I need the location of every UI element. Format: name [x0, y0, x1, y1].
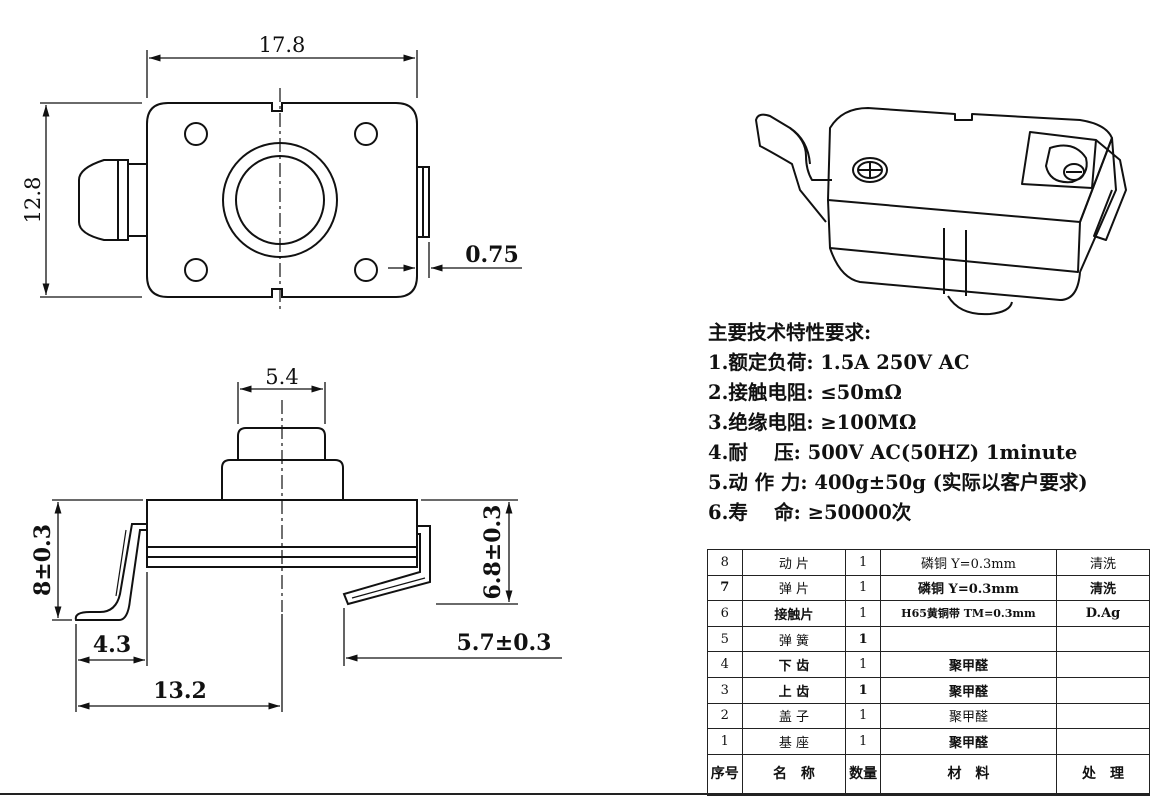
table-row: 5 弹 簧 1	[707, 625, 1150, 653]
table-row: 1 基 座 1 聚甲醛	[707, 728, 1150, 755]
bom-treatment	[1056, 728, 1150, 755]
bom-name: 动 片	[741, 549, 847, 576]
bom-qty: 1	[845, 676, 881, 704]
table-header-row: 序号 名 称 数量 材 料 处 理	[707, 753, 1150, 796]
spec-item-insulation-resistance: 3.绝缘电阻: ≥100MΩ	[708, 411, 917, 434]
bom-qty: 1	[845, 600, 881, 627]
bom-material: H65黄铜带 TM=0.3mm	[879, 600, 1058, 627]
iso-screw	[852, 157, 888, 183]
bom-header-no: 序号	[707, 753, 743, 796]
bom-no: 4	[707, 651, 743, 678]
bom-name: 下 齿	[741, 651, 847, 678]
dim-actuator-width: 5.4	[265, 365, 298, 389]
table-row: 6 接触片 1 H65黄铜带 TM=0.3mm D.Ag	[707, 600, 1150, 627]
top-view-left-tab	[78, 159, 147, 241]
bom-material: 聚甲醛	[879, 651, 1058, 678]
mount-hole-tl	[184, 122, 208, 146]
spec-item-lifetime: 6.寿 命: ≥50000次	[708, 501, 912, 524]
spec-item-operating-force: 5.动 作 力: 400g±50g (实际以客户要求)	[708, 471, 1088, 494]
bom-name: 基 座	[741, 728, 847, 755]
bom-treatment	[1056, 676, 1150, 704]
spec-item-withstand-voltage: 4.耐 压: 500V AC(50HZ) 1minute	[708, 441, 1078, 464]
iso-right-housing	[1021, 131, 1097, 189]
bom-name: 盖 子	[741, 702, 847, 730]
spec-list: 主要技术特性要求: 1.额定负荷: 1.5A 250V AC 2.接触电阻: ≤…	[708, 318, 1088, 528]
bom-name: 弹 簧	[741, 625, 847, 653]
dim-right-offset: 5.7±0.3	[457, 630, 552, 656]
top-view	[78, 88, 430, 310]
dim-overall-height: 8±0.3	[30, 524, 56, 596]
bom-qty: 1	[845, 549, 881, 576]
mount-hole-br	[354, 258, 378, 282]
bom-material: 磷铜 Y=0.3mm	[879, 549, 1058, 576]
bom-material	[879, 625, 1058, 653]
bom-header-name: 名 称	[741, 753, 847, 796]
spec-title: 主要技术特性要求:	[708, 321, 872, 344]
spec-item-contact-resistance: 2.接触电阻: ≤50mΩ	[708, 381, 902, 404]
bom-no: 1	[707, 728, 743, 755]
side-left-terminal	[74, 523, 147, 621]
spec-item-rated-load: 1.额定负荷: 1.5A 250V AC	[708, 351, 970, 374]
bom-header-treatment: 处 理	[1056, 753, 1150, 796]
side-right-terminal	[342, 525, 431, 606]
bom-header-qty: 数量	[845, 753, 881, 796]
bom-treatment: 清洗	[1056, 574, 1150, 602]
bom-name: 接触片	[741, 600, 847, 627]
table-row: 7 弹 片 1 磷铜 Y=0.3mm 清洗	[707, 574, 1150, 602]
bom-no: 5	[707, 625, 743, 653]
dim-tab-thickness: 0.75	[465, 242, 519, 268]
bom-name: 弹 片	[741, 574, 847, 602]
dim-body-height: 6.8±0.3	[480, 505, 506, 600]
bom-material: 磷铜 Y=0.3mm	[879, 574, 1058, 602]
top-view-dimensions	[40, 50, 522, 298]
bom-no: 2	[707, 702, 743, 730]
iso-top-face	[827, 107, 1113, 223]
side-view-dimensions	[52, 382, 562, 712]
mount-hole-tr	[354, 122, 378, 146]
bom-no: 7	[707, 574, 743, 602]
bom-qty: 1	[845, 574, 881, 602]
table-row: 2 盖 子 1 聚甲醛	[707, 702, 1150, 730]
bom-name: 上 齿	[741, 676, 847, 704]
dim-top-width: 17.8	[259, 33, 306, 57]
bom-treatment: 清洗	[1056, 549, 1150, 576]
iso-left-terminal	[755, 113, 832, 223]
top-view-body	[146, 102, 418, 298]
bom-treatment: D.Ag	[1056, 600, 1150, 627]
bom-material: 聚甲醛	[879, 702, 1058, 730]
bom-qty: 1	[845, 728, 881, 755]
bom-table: 8 动 片 1 磷铜 Y=0.3mm 清洗 7 弹 片 1 磷铜 Y=0.3mm…	[707, 549, 1150, 796]
bom-qty: 1	[845, 625, 881, 653]
bom-material: 聚甲醛	[879, 728, 1058, 755]
dim-overall-length: 13.2	[153, 678, 207, 704]
bom-no: 3	[707, 676, 743, 704]
iso-front-face	[827, 199, 1081, 273]
bom-qty: 1	[845, 702, 881, 730]
table-row: 8 动 片 1 磷铜 Y=0.3mm 清洗	[707, 549, 1150, 576]
dim-left-offset: 4.3	[93, 632, 131, 658]
bom-qty: 1	[845, 651, 881, 678]
mount-hole-bl	[184, 258, 208, 282]
side-view	[74, 400, 431, 621]
bom-treatment	[1056, 702, 1150, 730]
bom-treatment	[1056, 651, 1150, 678]
table-row: 3 上 齿 1 聚甲醛	[707, 676, 1150, 704]
table-row: 4 下 齿 1 聚甲醛	[707, 651, 1150, 678]
bom-no: 8	[707, 549, 743, 576]
dim-top-height: 12.8	[21, 177, 45, 224]
bom-treatment	[1056, 625, 1150, 653]
bom-header-material: 材 料	[879, 753, 1058, 796]
isometric-view	[755, 107, 1127, 316]
bom-no: 6	[707, 600, 743, 627]
bom-material: 聚甲醛	[879, 676, 1058, 704]
bottom-border	[0, 793, 1150, 795]
